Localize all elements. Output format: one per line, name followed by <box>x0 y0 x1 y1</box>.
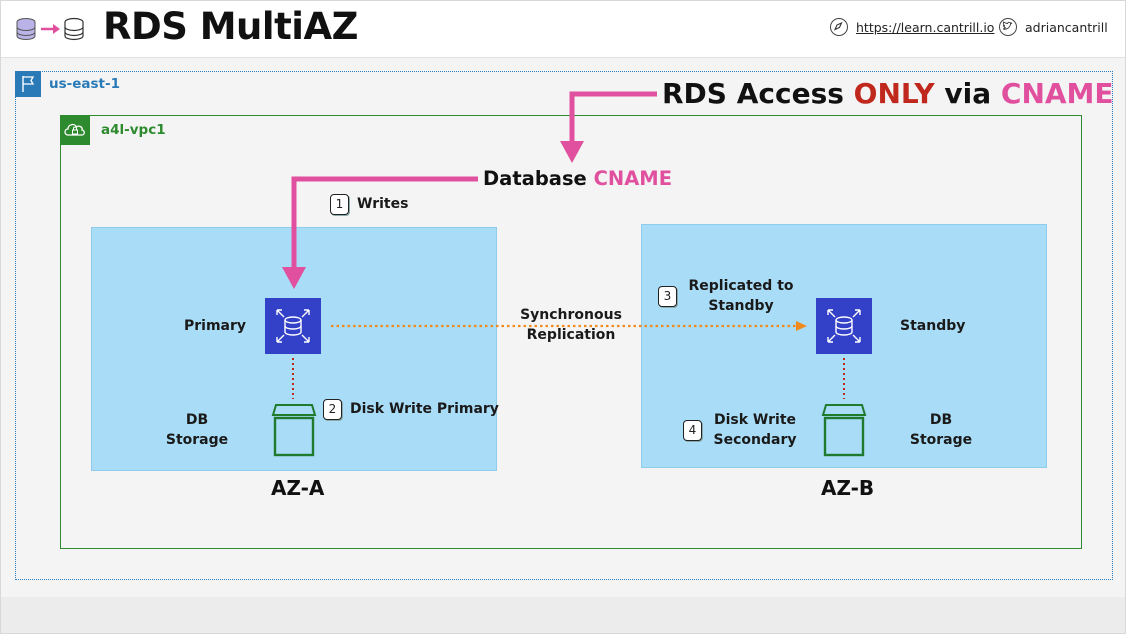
az-a-label: AZ-A <box>271 476 325 500</box>
step-1-badge: 1 <box>330 194 349 215</box>
database-icon <box>16 18 36 40</box>
rds-instance-icon <box>265 298 321 354</box>
database-cname-label: Database CNAME <box>483 167 672 190</box>
flag-icon <box>15 71 41 97</box>
writes-arrow-head <box>282 267 306 289</box>
region-boundary <box>15 71 1113 580</box>
replication-arrow-head <box>796 321 807 331</box>
header-bar: RDS MultiAZ https://learn.cantrill.io ad… <box>1 1 1125 58</box>
access-note-cname: CNAME <box>1000 77 1114 110</box>
primary-label: Primary <box>184 318 247 334</box>
step-4-label: Disk Write Secondary <box>713 412 797 448</box>
database-icon <box>64 17 84 41</box>
replication-label: Synchronous Replication <box>520 307 622 343</box>
az-b-box <box>641 224 1047 468</box>
az-b-label: AZ-B <box>821 476 875 500</box>
header-db-migration-icons <box>16 17 84 41</box>
access-note-prefix: RDS Access <box>662 77 854 110</box>
twitter-handle: adriancantrill <box>1025 20 1108 35</box>
access-note: RDS Access ONLY via CNAME <box>662 77 1114 110</box>
rds-instance-icon <box>816 298 872 354</box>
standby-label: Standby <box>900 318 966 334</box>
step-3-badge: 3 <box>658 286 677 307</box>
writes-arrow <box>291 176 478 275</box>
az-a-storage-label: DB Storage <box>165 412 229 448</box>
access-arrow-head <box>560 141 584 163</box>
storage-volume-icon <box>271 404 317 457</box>
access-arrow <box>569 91 657 149</box>
db-cname-cname: CNAME <box>593 167 673 190</box>
access-note-middle: via <box>934 77 1001 110</box>
az-b-storage-label: DB Storage <box>909 412 973 448</box>
region-label: us-east-1 <box>49 76 121 92</box>
step-4-badge: 4 <box>683 420 702 441</box>
access-note-only: ONLY <box>853 77 935 110</box>
cloud-lock-icon <box>60 115 90 145</box>
db-cname-prefix: Database <box>483 167 594 190</box>
vpc-label: a4l-vpc1 <box>101 122 166 138</box>
step-2-label: Disk Write Primary <box>350 401 499 417</box>
compass-icon <box>830 18 848 36</box>
step-1-label: Writes <box>357 196 409 212</box>
footer-band <box>1 597 1125 633</box>
step-3-label: Replicated to Standby <box>688 278 794 314</box>
arrow-right-icon <box>41 24 60 34</box>
slide-title: RDS MultiAZ <box>103 5 358 48</box>
step-2-badge: 2 <box>323 399 342 420</box>
storage-volume-icon <box>821 404 867 457</box>
website-link[interactable]: https://learn.cantrill.io <box>856 20 995 35</box>
twitter-bird-icon <box>999 18 1017 36</box>
